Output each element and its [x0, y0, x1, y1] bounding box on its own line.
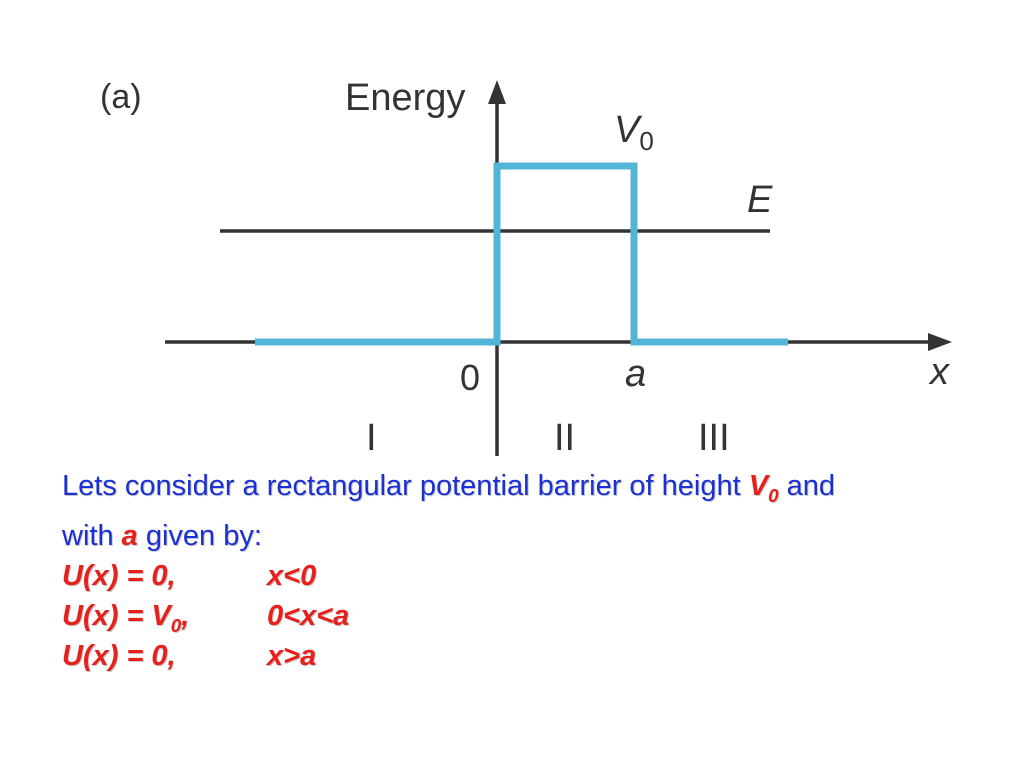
- energy-axis-label: Energy: [345, 77, 465, 119]
- equation-region-iii: U(x) = 0, x>a: [62, 639, 317, 672]
- region-label-i: I: [366, 417, 377, 459]
- barrier-height-label: V0: [614, 109, 654, 156]
- region-label-ii: II: [554, 417, 575, 459]
- caption: Lets consider a rectangular potential ba…: [62, 466, 1012, 676]
- barrier-width-label: a: [625, 353, 646, 395]
- energy-level-label: E: [747, 179, 773, 221]
- region-label-iii: III: [698, 417, 730, 459]
- potential-barrier-line: [255, 162, 788, 346]
- potential-barrier-diagram: (a) Energy x E V0 0 a I II III: [100, 77, 952, 459]
- energy-axis-arrowhead: [488, 80, 506, 104]
- x-axis-arrowhead: [928, 333, 952, 351]
- panel-label: (a): [100, 78, 142, 116]
- barrier-height-symbol: V0: [748, 470, 779, 506]
- equation-region-ii: U(x) = V0, 0<x<a: [62, 599, 350, 636]
- caption-line-2: with a given by:: [62, 519, 262, 552]
- x-axis-label: x: [928, 351, 951, 393]
- caption-line-1: Lets consider a rectangular potential ba…: [62, 470, 836, 506]
- origin-label: 0: [460, 357, 480, 398]
- barrier-width-symbol: a: [121, 519, 138, 552]
- equation-region-i: U(x) = 0, x<0: [62, 559, 317, 592]
